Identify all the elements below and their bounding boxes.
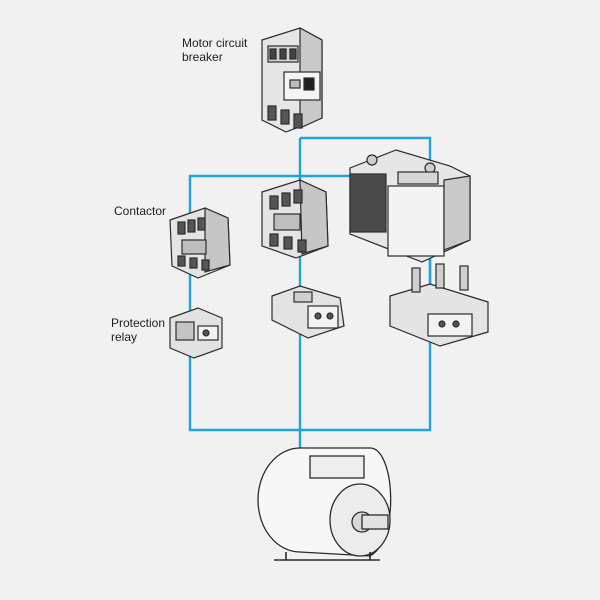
- contactor-icon: [261, 179, 329, 259]
- protection-relay-icon: [389, 263, 489, 347]
- contactor-icon: [349, 149, 471, 263]
- contactor-icon: [169, 207, 231, 279]
- label-motor-circuit-breaker: Motor circuit breaker: [182, 36, 248, 64]
- motor-circuit-breaker-icon: [261, 26, 323, 133]
- label-contactor: Contactor: [114, 204, 167, 218]
- protection-relay-icon: [169, 307, 223, 359]
- electric-motor-icon: [257, 447, 392, 561]
- label-protection-relay: Protection relay: [111, 316, 166, 344]
- protection-relay-icon: [271, 285, 345, 339]
- wire-bottom-rail: [188, 330, 432, 432]
